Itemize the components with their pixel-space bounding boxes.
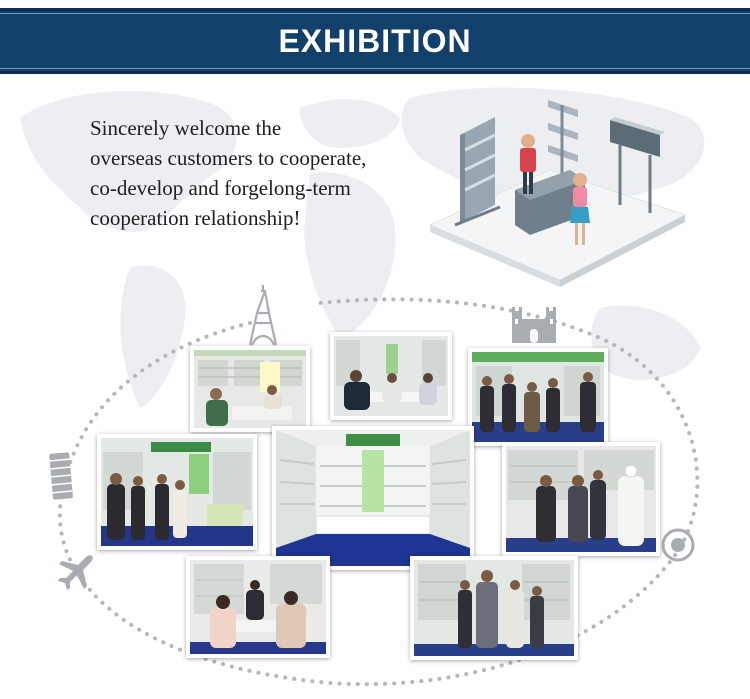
castle-icon — [512, 307, 556, 343]
intro-line: co-develop and forgelong-term — [90, 176, 351, 200]
photo-booth-empty-center — [272, 426, 474, 570]
airplane-icon — [58, 555, 93, 590]
photo-booth-meeting-table — [330, 332, 452, 420]
photo-booth-green-sign — [97, 434, 257, 550]
photo-booth-seated-discussion — [186, 556, 330, 658]
intro-line: overseas customers to cooperate, — [90, 146, 367, 170]
page-title: EXHIBITION — [278, 23, 472, 59]
banner-rule-top — [0, 13, 750, 14]
banner-rule-bottom — [0, 68, 750, 69]
photo-booth-customers-sitting — [190, 346, 310, 432]
booth-illustration — [428, 100, 687, 287]
intro-text: Sincerely welcome the overseas customers… — [90, 113, 430, 233]
intro-line: cooperation relationship! — [90, 206, 301, 230]
photo-booth-crowd — [468, 348, 608, 446]
eiffel-tower-icon — [248, 285, 278, 346]
photo-booth-visitors-robes — [502, 442, 660, 556]
header-banner — [0, 8, 750, 74]
photo-booth-browsing — [410, 556, 578, 660]
intro-line: Sincerely welcome the — [90, 116, 282, 140]
leaning-tower-icon — [49, 452, 73, 500]
target-icon — [661, 528, 695, 562]
